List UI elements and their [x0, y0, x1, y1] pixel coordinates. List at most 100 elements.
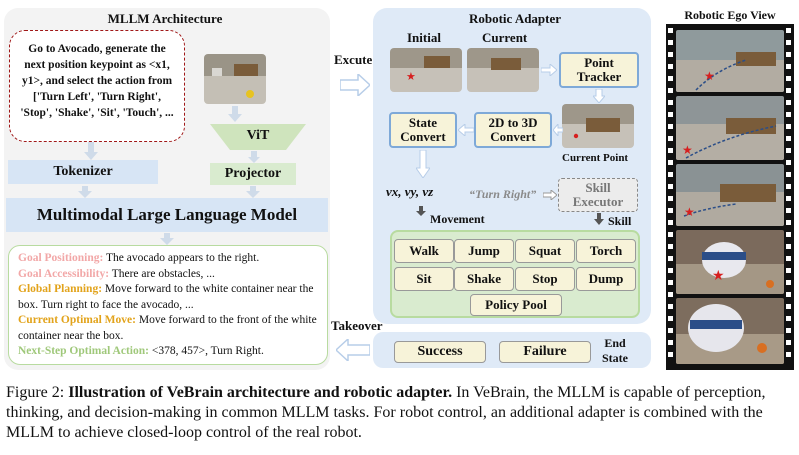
policy-shake: Shake [454, 267, 514, 291]
reasoning-text: There are obstacles, ... [109, 267, 215, 280]
reasoning-goal-accessibility: Goal Accessibility: There are obstacles,… [18, 267, 318, 283]
excute-label: Excute [334, 52, 373, 67]
reasoning-current-optimal-move: Current Optimal Move: Move forward to th… [18, 313, 318, 344]
point-tracker-box: Point Tracker [559, 52, 639, 88]
reasoning-text: The avocado appears to the right. [103, 252, 260, 264]
arrow-tokenizer-to-llm [78, 186, 92, 198]
excute-arrow [340, 74, 370, 96]
reasoning-output: Goal Positioning: The avocado appears to… [8, 245, 328, 365]
current-frame [467, 48, 539, 92]
arrow-turn-right-to-executor [543, 190, 557, 200]
state-convert-label: State Convert [400, 115, 446, 144]
current-label: Current [482, 30, 528, 45]
ego-frame-5 [676, 298, 784, 364]
caption-prefix: Figure 2: [6, 384, 69, 401]
failure-box: Failure [499, 341, 591, 363]
arrow-executor-to-skill [594, 213, 604, 225]
ego-frame-3-scene: ★ [676, 164, 784, 226]
ego-frame-3: ★ [676, 164, 784, 226]
skill-executor-box: Skill Executor [558, 178, 638, 212]
point-tracker-label: Point Tracker [576, 55, 622, 84]
initial-frame-scene: ★ [390, 48, 462, 92]
reasoning-label: Global Planning: [18, 283, 103, 295]
figure-caption: Figure 2: Illustration of VeBrain archit… [6, 383, 796, 443]
tokenizer-box: Tokenizer [8, 160, 158, 184]
end-state-label: End State [602, 336, 628, 365]
turn-right-text: “Turn Right” [469, 187, 537, 201]
state-convert-box: State Convert [389, 112, 457, 148]
ego-frame-5-scene [676, 298, 784, 364]
vit-encoder [210, 124, 306, 150]
caption-bold: Illustration of VeBrain architecture and… [68, 384, 453, 401]
policy-torch: Torch [576, 239, 636, 263]
film-perforations-left [668, 28, 673, 357]
arrow-tracker-to-current-point [593, 89, 605, 103]
reasoning-text: <378, 457>, Turn Right. [148, 345, 264, 357]
reasoning-label: Next-Step Optimal Action: [18, 345, 149, 357]
reasoning-label: Goal Positioning: [18, 252, 104, 264]
robotic-adapter-title: Robotic Adapter [468, 11, 562, 26]
reasoning-global-planning: Global Planning: Move forward to the whi… [18, 282, 318, 313]
policy-walk: Walk [394, 239, 454, 263]
policy-squat: Squat [515, 239, 575, 263]
arrow-vit-to-projector [248, 151, 260, 163]
takeover-label: Takeover [331, 318, 383, 333]
ego-view-title: Robotic Ego View [684, 8, 776, 22]
reasoning-label: Current Optimal Move: [18, 314, 136, 326]
arrow-2d3d-to-state [458, 124, 474, 136]
movement-label: Movement [430, 212, 485, 226]
caption-body: In VeBrain, the MLLM is capable of perce… [6, 384, 766, 441]
arrow-velocity-to-movement [416, 206, 426, 216]
reasoning-label: Goal Accessibility: [18, 267, 110, 280]
instruction-prompt-text: Go to Avocado, generate the next positio… [20, 43, 174, 119]
input-image [204, 54, 266, 104]
ego-frame-1-scene: ★ [676, 30, 784, 92]
convert-2d-3d-box: 2D to 3D Convert [474, 112, 552, 148]
skill-executor-label: Skill Executor [572, 180, 624, 209]
mllm-architecture-title: MLLM Architecture [107, 11, 223, 26]
reasoning-text: Move forward to the front of the white c… [18, 314, 317, 342]
ego-frame-4-scene: ★ [676, 230, 784, 294]
initial-frame: ★ [390, 48, 462, 92]
takeover-arrow [336, 339, 370, 361]
ego-frame-4: ★ [676, 230, 784, 294]
current-point-frame [562, 104, 634, 148]
skill-label: Skill [608, 214, 632, 228]
convert-2d-3d-label: 2D to 3D Convert [488, 115, 538, 144]
vit-label: ViT [246, 128, 270, 143]
llm-box: Multimodal Large Language Model [6, 198, 328, 232]
reasoning-goal-positioning: Goal Positioning: The avocado appears to… [18, 251, 318, 267]
instruction-prompt: Go to Avocado, generate the next positio… [9, 30, 185, 142]
target-star-icon: ★ [712, 268, 725, 284]
input-image-scene [204, 54, 266, 104]
velocity-text: vx, vy, vz [386, 184, 434, 199]
arrow-prompt-to-tokenizer [84, 142, 98, 160]
current-point-marker [573, 133, 579, 139]
target-star-icon: ★ [406, 70, 416, 83]
policy-pool-label: Policy Pool [470, 294, 562, 316]
ego-frame-2: ★ [676, 96, 784, 160]
arrow-current-to-tracker [541, 64, 557, 76]
target-star-icon: ★ [682, 143, 693, 157]
target-star-icon: ★ [704, 69, 715, 83]
ego-frame-2-scene: ★ [676, 96, 784, 160]
projector-box: Projector [210, 163, 296, 185]
current-frame-scene [467, 48, 539, 92]
success-box: Success [394, 341, 486, 363]
arrow-state-to-velocity [416, 150, 430, 178]
reasoning-next-step-action: Next-Step Optimal Action: <378, 457>, Tu… [18, 344, 318, 360]
ego-frame-1: ★ [676, 30, 784, 92]
policy-stop: Stop [515, 267, 575, 291]
current-point-frame-scene [562, 104, 634, 148]
arrow-image-to-vit [228, 106, 242, 122]
policy-sit: Sit [394, 267, 454, 291]
film-perforations-right [786, 28, 791, 357]
initial-label: Initial [407, 30, 441, 45]
current-point-label: Current Point [562, 152, 629, 164]
policy-dump: Dump [576, 267, 636, 291]
target-star-icon: ★ [684, 205, 695, 219]
arrow-current-point-to-2d3d [553, 124, 563, 136]
reasoning-text: Move forward to the white container near… [18, 283, 314, 311]
policy-jump: Jump [454, 239, 514, 263]
arrow-llm-to-reasoning [160, 233, 174, 245]
